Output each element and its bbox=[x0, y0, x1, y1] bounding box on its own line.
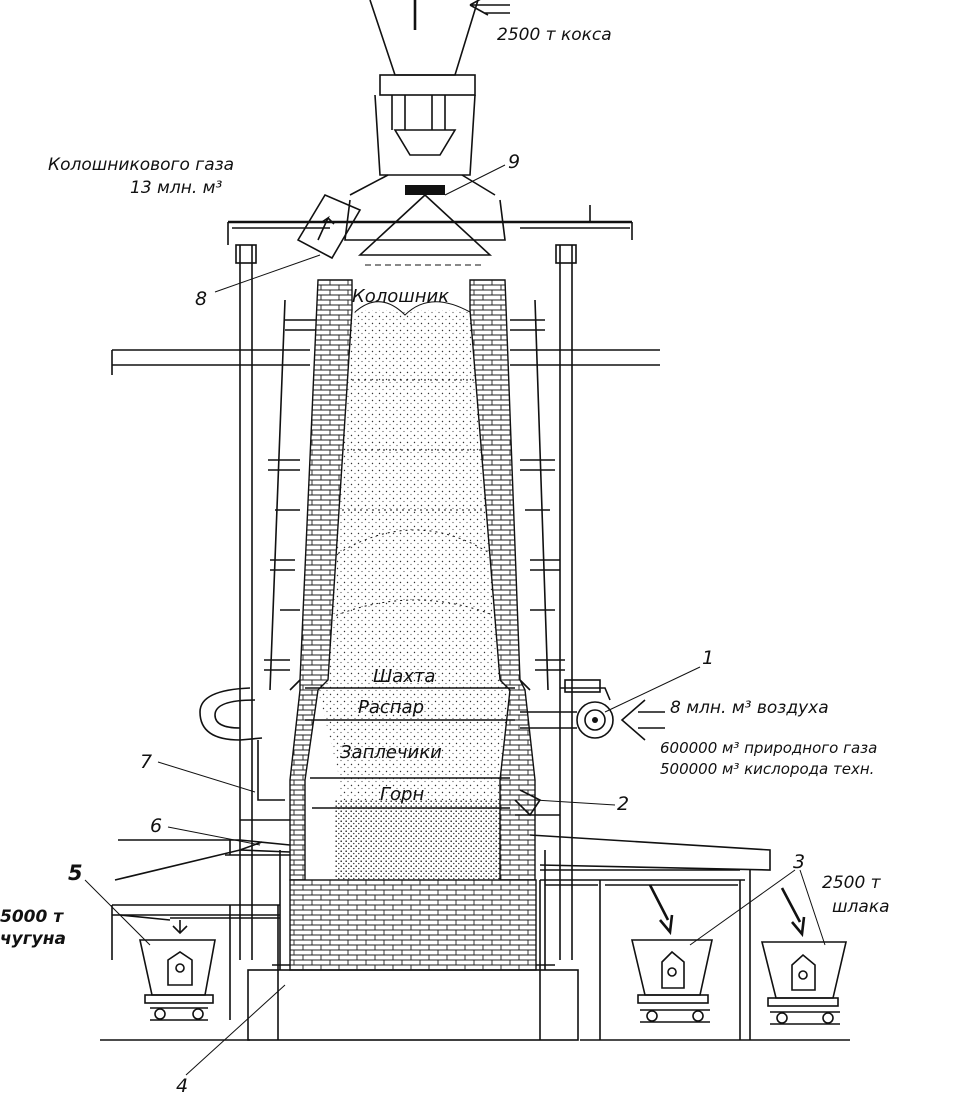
slag-flow-arrow-2 bbox=[780, 887, 806, 938]
top-platform bbox=[227, 205, 633, 245]
callout-5: 5 bbox=[68, 861, 83, 885]
air-label: 8 млн. м³ воздуха bbox=[670, 698, 829, 718]
zone-label-koloshnik: Колошник bbox=[352, 286, 449, 307]
callout-2: 2 bbox=[617, 793, 629, 815]
zone-dividers bbox=[305, 687, 515, 809]
iron-amount-label: 5000 т bbox=[0, 907, 64, 927]
oxygen-label: 500000 м³ кислорода техн. bbox=[660, 760, 874, 778]
slag-flow-arrow-1 bbox=[648, 884, 674, 936]
service-platforms bbox=[111, 319, 660, 671]
natural-gas-label: 600000 м³ природного газа bbox=[660, 739, 877, 757]
hearth-bottom bbox=[247, 850, 579, 1041]
shed-right bbox=[539, 870, 751, 1040]
callout-7: 7 bbox=[140, 751, 152, 773]
zone-label-raspar: Распар bbox=[358, 697, 424, 718]
slag-runner bbox=[529, 834, 771, 881]
top-gas-label-line2: 13 млн. м³ bbox=[130, 178, 222, 198]
charging-apparatus bbox=[344, 0, 506, 266]
callout-9: 9 bbox=[508, 151, 520, 173]
bustle-pipe-left bbox=[199, 687, 290, 856]
callout-4: 4 bbox=[176, 1075, 188, 1096]
gas-offtake-pipe bbox=[296, 193, 362, 260]
slag-ladle-2 bbox=[760, 941, 848, 1025]
air-input-arrow bbox=[620, 699, 665, 741]
callout-8: 8 bbox=[195, 288, 207, 310]
zone-label-zaplechiki: Заплечики bbox=[340, 742, 442, 763]
furnace-charge bbox=[318, 301, 510, 880]
callout-1: 1 bbox=[702, 647, 714, 669]
zone-label-shakhta: Шахта bbox=[373, 666, 435, 687]
slag-amount-label: 2500 т bbox=[822, 873, 882, 893]
iron-name-label: чугуна bbox=[0, 929, 66, 949]
slag-ladle-1 bbox=[630, 939, 713, 1023]
hot-blast-connection bbox=[514, 679, 614, 817]
zone-label-gorn: Горн bbox=[380, 784, 424, 805]
coke-input-arrow bbox=[469, 0, 510, 16]
slag-name-label: шлака bbox=[832, 897, 890, 917]
iron-ladle bbox=[139, 920, 216, 1021]
shed-left bbox=[111, 904, 280, 1040]
coke-input-label: 2500 т кокса bbox=[497, 25, 612, 45]
iron-runner bbox=[114, 839, 291, 881]
top-gas-label-line1: Колошникового газа bbox=[48, 155, 234, 175]
callout-6: 6 bbox=[150, 815, 162, 837]
callout-3: 3 bbox=[793, 851, 805, 873]
